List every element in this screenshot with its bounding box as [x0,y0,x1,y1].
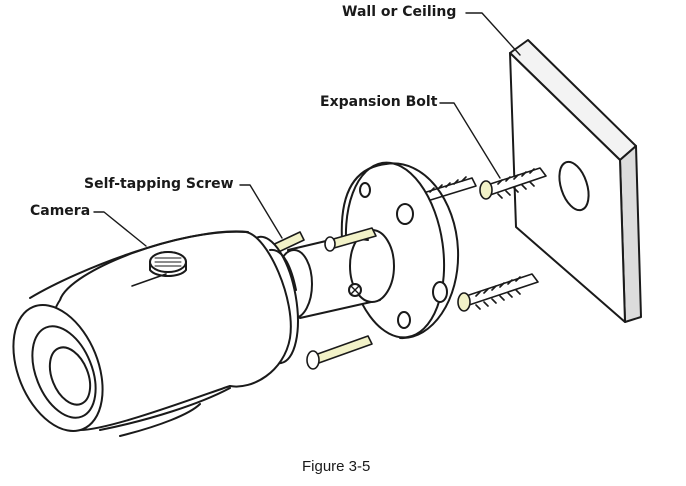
label-expansion-bolt: Expansion Bolt [320,94,438,110]
figure-caption: Figure 3-5 [302,458,371,475]
leader-camera [93,211,147,247]
leader-screw [239,184,283,239]
label-camera: Camera [30,203,91,219]
leader-wall [465,12,521,56]
label-wall-or-ceiling: Wall or Ceiling [342,4,457,20]
expansion-bolt [419,167,547,312]
wall-plate [509,39,642,323]
label-self-tapping-screw: Self-tapping Screw [84,176,234,192]
leader-lines [93,12,521,247]
leader-bolt [439,102,501,179]
camera-body [12,230,299,437]
